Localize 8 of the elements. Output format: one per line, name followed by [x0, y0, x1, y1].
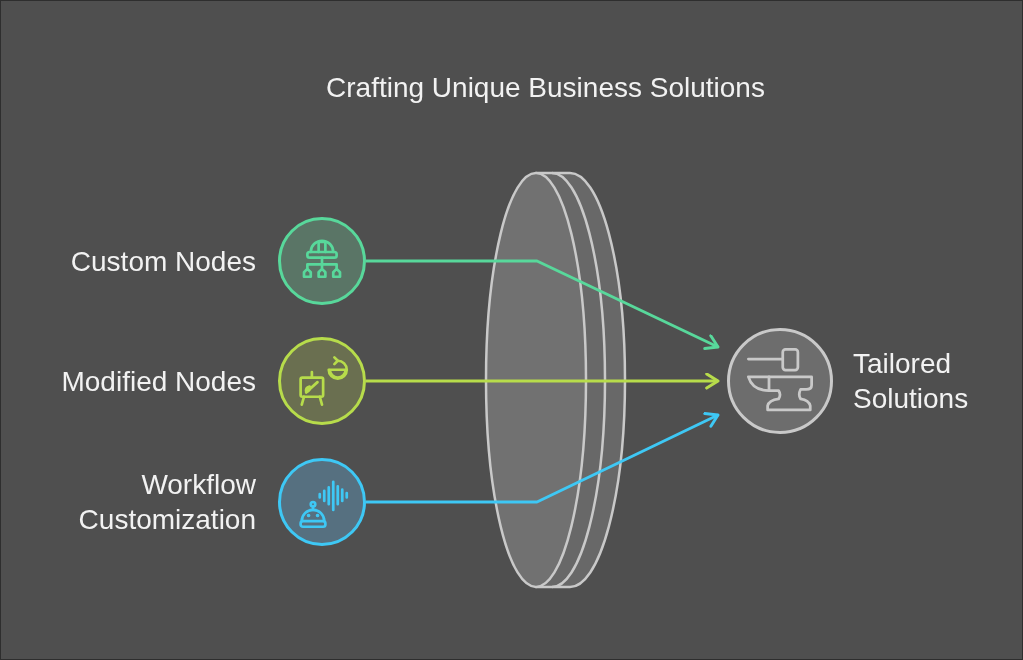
- node-label: Tailored Solutions: [853, 347, 970, 416]
- arrow: [366, 412, 720, 504]
- title: Crafting Unique Business Solutions: [326, 71, 765, 105]
- node-label: Modified Nodes: [61, 364, 256, 399]
- node-label: Workflow Customization: [77, 468, 256, 537]
- arrow: [366, 372, 720, 390]
- arrow: [366, 259, 720, 350]
- node-label: Custom Nodes: [70, 244, 256, 279]
